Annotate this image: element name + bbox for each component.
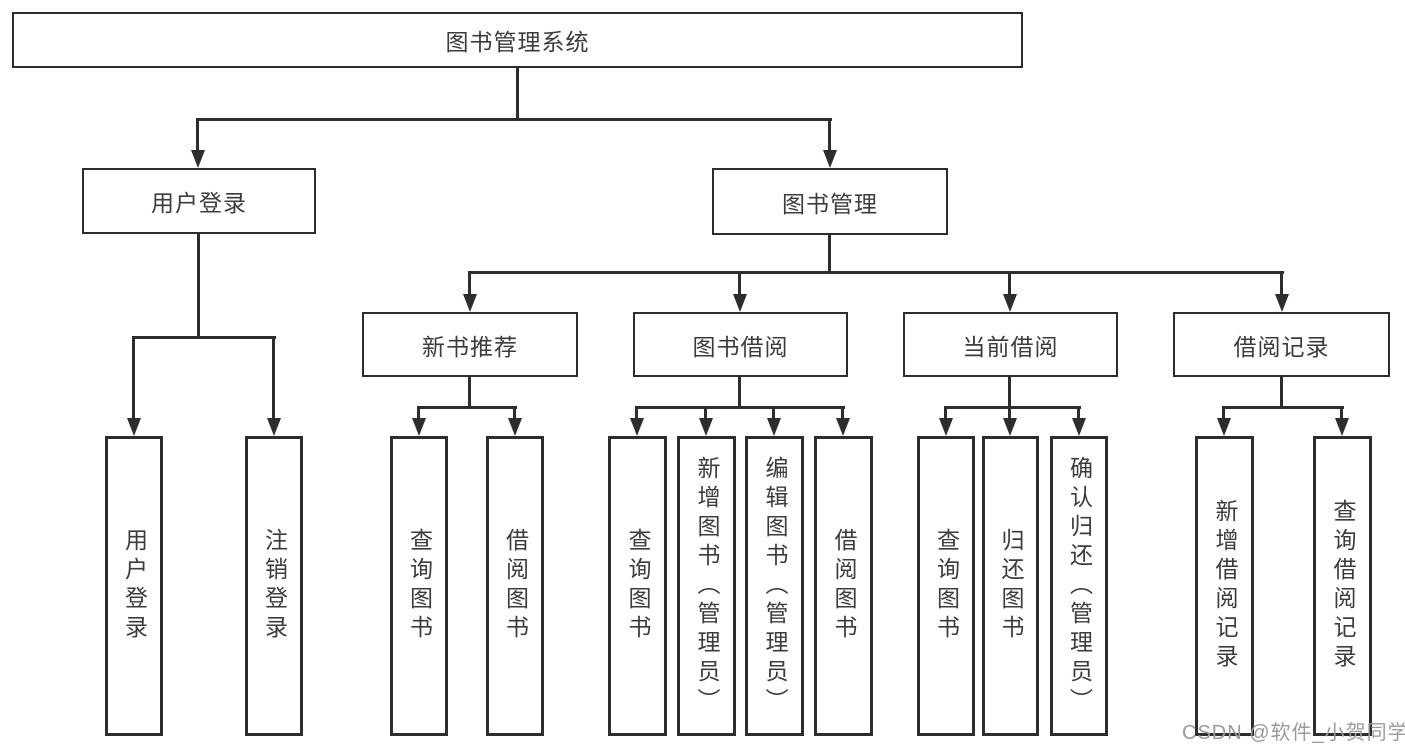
leaf-label: 注销登录 xyxy=(261,528,288,644)
connector-line xyxy=(738,274,741,296)
connector-line xyxy=(1077,409,1080,418)
leaf-label: 归还图书 xyxy=(998,528,1024,644)
node-label: 用户登录 xyxy=(151,190,247,216)
leaf-bb-add-books-admin: 新增图书（管理员） xyxy=(677,436,736,736)
leaf-cb-confirm-return-admin: 确认归还（管理员） xyxy=(1050,436,1108,736)
leaf-bb-query-books: 查询图书 xyxy=(608,436,667,736)
node-label: 图书管理系统 xyxy=(445,29,590,55)
arrow-down-icon xyxy=(630,418,644,436)
connector-line xyxy=(417,409,420,418)
arrow-down-icon xyxy=(699,418,713,436)
arrow-down-icon xyxy=(1335,418,1349,436)
arrow-down-icon xyxy=(463,294,477,312)
connector-line xyxy=(1008,409,1011,418)
connector-line xyxy=(1008,274,1011,296)
leaf-label: 查询图书 xyxy=(406,528,433,644)
arrow-down-icon xyxy=(1217,418,1231,436)
arrow-down-icon xyxy=(267,418,281,436)
connector-line xyxy=(1340,409,1343,418)
arrow-down-icon xyxy=(1275,294,1289,312)
leaf-label: 借阅图书 xyxy=(831,528,857,644)
arrow-down-icon xyxy=(733,294,747,312)
connector-line xyxy=(828,120,831,152)
node-user-login: 用户登录 xyxy=(82,168,316,234)
connector-line xyxy=(417,406,517,409)
leaf-label: 查询图书 xyxy=(933,528,960,644)
connector-line xyxy=(272,339,275,420)
connector-line xyxy=(772,409,775,418)
leaf-cb-return-books: 归还图书 xyxy=(982,436,1039,736)
leaf-bb-borrow-books: 借阅图书 xyxy=(814,436,873,736)
leaf-label: 编辑图书（管理员） xyxy=(762,455,788,717)
node-library-system: 图书管理系统 xyxy=(12,12,1023,68)
connector-line xyxy=(468,271,1284,274)
connector-line xyxy=(468,376,471,409)
connector-line xyxy=(516,67,519,121)
node-label: 图书借阅 xyxy=(692,333,789,360)
connector-line xyxy=(738,376,741,409)
connector-line xyxy=(944,406,1081,409)
connector-line xyxy=(635,409,638,418)
leaf-label: 新增借阅记录 xyxy=(1212,499,1238,673)
connector-line xyxy=(132,336,276,339)
connector-line xyxy=(1008,376,1011,409)
arrow-down-icon xyxy=(836,418,850,436)
node-label: 新书推荐 xyxy=(422,333,518,360)
connector-line xyxy=(704,409,707,418)
arrow-down-icon xyxy=(1003,294,1017,312)
connector-line xyxy=(1222,409,1225,418)
node-borrowing-records: 借阅记录 xyxy=(1173,312,1390,377)
node-label: 图书管理 xyxy=(782,190,878,217)
connector-line xyxy=(828,234,831,274)
connector-line xyxy=(196,118,832,121)
connector-line xyxy=(944,409,947,418)
connector-line xyxy=(132,339,135,420)
arrow-down-icon xyxy=(823,150,837,168)
node-new-book-recommendation: 新书推荐 xyxy=(362,312,578,377)
arrow-down-icon xyxy=(127,418,141,436)
leaf-logout-login: 注销登录 xyxy=(245,436,303,736)
node-label: 当前借阅 xyxy=(962,333,1059,360)
connector-line xyxy=(1280,376,1283,409)
leaf-label: 借阅图书 xyxy=(502,528,529,644)
connector-line xyxy=(1222,406,1344,409)
leaf-br-add-borrow-record: 新增借阅记录 xyxy=(1195,436,1254,736)
node-book-borrowing: 图书借阅 xyxy=(633,312,848,377)
arrow-down-icon xyxy=(508,418,522,436)
leaf-label: 新增图书（管理员） xyxy=(694,455,720,717)
leaf-label: 查询借阅记录 xyxy=(1330,499,1356,673)
leaf-br-query-borrow-record: 查询借阅记录 xyxy=(1313,436,1372,736)
arrow-down-icon xyxy=(191,150,205,168)
connector-line xyxy=(196,120,199,152)
node-current-borrowing: 当前借阅 xyxy=(903,312,1118,377)
watermark: CSDN @软件_小贺同学 xyxy=(1182,722,1405,744)
connector-line xyxy=(513,409,516,418)
leaf-label: 确认归还（管理员） xyxy=(1066,455,1093,717)
connector-line xyxy=(841,409,844,418)
arrow-down-icon xyxy=(1072,418,1086,436)
leaf-nbr-query-books: 查询图书 xyxy=(390,436,448,736)
leaf-nbr-borrow-books: 借阅图书 xyxy=(486,436,544,736)
connector-line xyxy=(468,274,471,296)
leaf-label: 查询图书 xyxy=(625,528,651,644)
node-label: 借阅记录 xyxy=(1233,333,1330,360)
arrow-down-icon xyxy=(412,418,426,436)
leaf-bb-edit-books-admin: 编辑图书（管理员） xyxy=(745,436,804,736)
arrow-down-icon xyxy=(767,418,781,436)
leaf-user-login: 用户登录 xyxy=(105,436,163,736)
connector-line xyxy=(197,233,200,339)
connector-line xyxy=(1280,274,1283,296)
arrow-down-icon xyxy=(1003,418,1017,436)
leaf-cb-query-books: 查询图书 xyxy=(917,436,975,736)
leaf-label: 用户登录 xyxy=(121,528,148,644)
node-book-management: 图书管理 xyxy=(712,168,948,235)
connector-line xyxy=(635,406,845,409)
arrow-down-icon xyxy=(939,418,953,436)
